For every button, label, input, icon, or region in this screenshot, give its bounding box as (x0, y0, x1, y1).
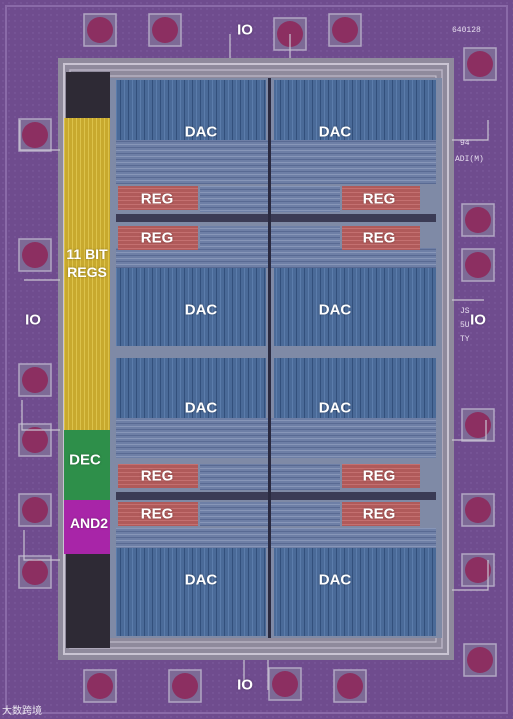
scribe-line (5, 5, 508, 714)
reg-label: REG (362, 190, 396, 208)
dac-label: DAC (318, 571, 352, 589)
bond-pad (337, 673, 363, 699)
reg-block (342, 464, 420, 488)
center-spine (268, 78, 271, 638)
reg-block (118, 186, 198, 210)
dac-array (116, 268, 266, 346)
bond-pad (22, 122, 48, 148)
bond-pad (22, 427, 48, 453)
io-label-top: IO (237, 21, 253, 39)
bond-pad (465, 207, 491, 233)
and2-block (64, 500, 110, 554)
dac-array (116, 80, 266, 140)
dac-array (274, 80, 436, 140)
reg-block (118, 464, 198, 488)
regs-label-line2: REGS (67, 264, 107, 280)
bond-pad (465, 252, 491, 278)
reg-label: REG (140, 190, 174, 208)
bond-pad (22, 497, 48, 523)
bond-pad (465, 557, 491, 583)
bond-pad (465, 497, 491, 523)
side-code-1: JS (460, 307, 470, 316)
bond-pad (332, 17, 358, 43)
dac-label: DAC (184, 571, 218, 589)
reg-block (342, 186, 420, 210)
year-marking: 94 (460, 139, 470, 148)
dac-label: DAC (318, 301, 352, 319)
bond-pads (18, 13, 497, 703)
side-code-3: TY (460, 335, 470, 344)
reg-label: REG (140, 467, 174, 485)
reg-label: REG (140, 229, 174, 247)
dac-label: DAC (184, 123, 218, 141)
reg-block (118, 226, 198, 250)
bond-pad (467, 647, 493, 673)
dac-array (274, 358, 436, 418)
reg-block (342, 502, 420, 526)
bond-pad (172, 673, 198, 699)
dac-label: DAC (184, 399, 218, 417)
io-label-left: IO (25, 311, 41, 329)
regs-block (64, 118, 110, 430)
reg-block (118, 502, 198, 526)
routing-band (116, 248, 436, 268)
regs-label-line1: 11 BIT (66, 246, 108, 262)
reg-label: REG (140, 505, 174, 523)
bus-line (116, 492, 436, 500)
regs-label: 11 BIT REGS (60, 245, 114, 281)
dac-array (116, 358, 266, 418)
pad-traces (19, 34, 489, 690)
bond-pad (272, 671, 298, 697)
io-label-bottom: IO (237, 676, 253, 694)
part-marking: 640128 (452, 26, 481, 35)
dac-array (274, 268, 436, 346)
dec-label: DEC (69, 451, 101, 469)
reg-label: REG (362, 505, 396, 523)
dac-array (116, 548, 266, 636)
dac-label: DAC (318, 123, 352, 141)
reg-blocks (118, 186, 420, 526)
bond-pad (465, 412, 491, 438)
dac-array (274, 548, 436, 636)
reg-label: REG (362, 467, 396, 485)
bond-pad (87, 17, 113, 43)
bond-pad (22, 559, 48, 585)
io-label-right: IO (470, 311, 486, 329)
bond-pad (22, 242, 48, 268)
dac-label: DAC (318, 399, 352, 417)
bond-pad (87, 673, 113, 699)
dec-block (64, 430, 110, 500)
watermark: 大数跨境 (2, 706, 42, 717)
dac-blocks (116, 80, 436, 636)
bond-pad (467, 51, 493, 77)
bond-pad (22, 367, 48, 393)
adi-marking: ADI(M) (455, 155, 484, 164)
side-code-2: 5U (460, 321, 470, 330)
routing-band (116, 528, 436, 548)
bus-line (116, 214, 436, 222)
bond-pad (152, 17, 178, 43)
and2-label: AND2 (69, 515, 109, 531)
reg-block (342, 226, 420, 250)
routing-band (116, 418, 436, 458)
reg-label: REG (362, 229, 396, 247)
dac-label: DAC (184, 301, 218, 319)
routing-band (116, 140, 436, 184)
